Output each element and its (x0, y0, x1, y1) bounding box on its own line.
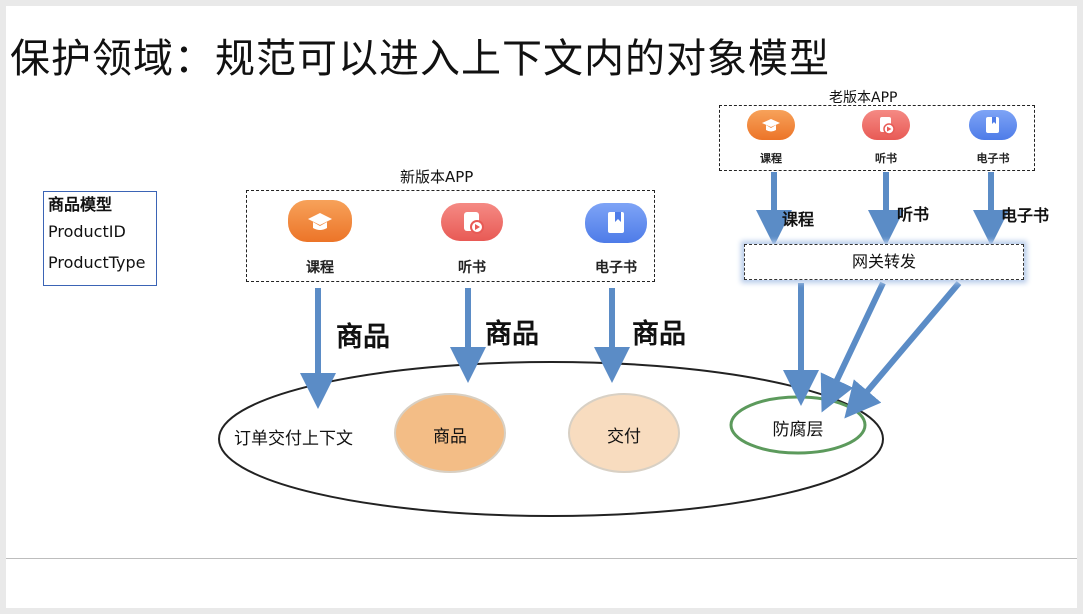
new-app-item-label: 课程 (306, 260, 334, 276)
order-delivery-context-ellipse (218, 361, 884, 517)
old-app-box (719, 105, 1035, 171)
new-app-arrow-label: 商品 (632, 319, 686, 350)
footer-divider (6, 558, 1077, 559)
product-model-box: 商品模型 ProductID ProductType (43, 191, 157, 286)
gateway-arrows (783, 281, 962, 419)
delivery-node (568, 393, 680, 473)
arrow (820, 281, 886, 413)
product-model-field: ProductID (48, 222, 126, 241)
delivery-node-label: 交付 (607, 427, 641, 447)
new-app-arrow-label: 商品 (485, 319, 539, 350)
graduation-cap-icon (288, 200, 352, 242)
audio-book-icon (441, 203, 503, 241)
anticorruption-layer-label: 防腐层 (772, 420, 824, 440)
product-model-heading: 商品模型 (48, 195, 113, 214)
graduation-cap-icon (747, 110, 795, 140)
diagram-canvas (218, 172, 1009, 517)
old-app-arrow-label: 听书 (897, 205, 930, 224)
arrow (844, 281, 962, 419)
product-node (394, 393, 506, 473)
product-model-field: ProductType (48, 253, 146, 272)
ebook-icon (969, 110, 1017, 140)
new-app-box (246, 190, 655, 282)
product-node-label: 商品 (433, 427, 467, 447)
old-app-label: 老版本APP (829, 90, 898, 106)
gateway-box: 网关转发 (744, 244, 1024, 280)
old-app-item-label: 听书 (875, 152, 897, 165)
new-app-item-label: 听书 (458, 260, 486, 276)
ebook-icon (585, 203, 647, 243)
new-app-item-label: 电子书 (595, 260, 637, 276)
audio-book-icon (862, 110, 910, 140)
new-app-label: 新版本APP (400, 168, 474, 186)
old-app-arrows (756, 172, 1009, 246)
context-label: 订单交付上下文 (234, 429, 353, 449)
new-app-arrow-label: 商品 (336, 322, 390, 353)
old-app-arrow-label: 电子书 (1001, 206, 1050, 225)
page-title: 保护领域：规范可以进入上下文内的对象模型 (10, 36, 830, 82)
new-app-arrows (300, 288, 630, 409)
old-app-item-label: 课程 (760, 152, 782, 165)
slide: 保护领域：规范可以进入上下文内的对象模型 商品模型 ProductID Prod… (6, 6, 1077, 608)
old-app-item-label: 电子书 (976, 152, 1010, 165)
old-app-arrow-label: 课程 (782, 210, 815, 229)
